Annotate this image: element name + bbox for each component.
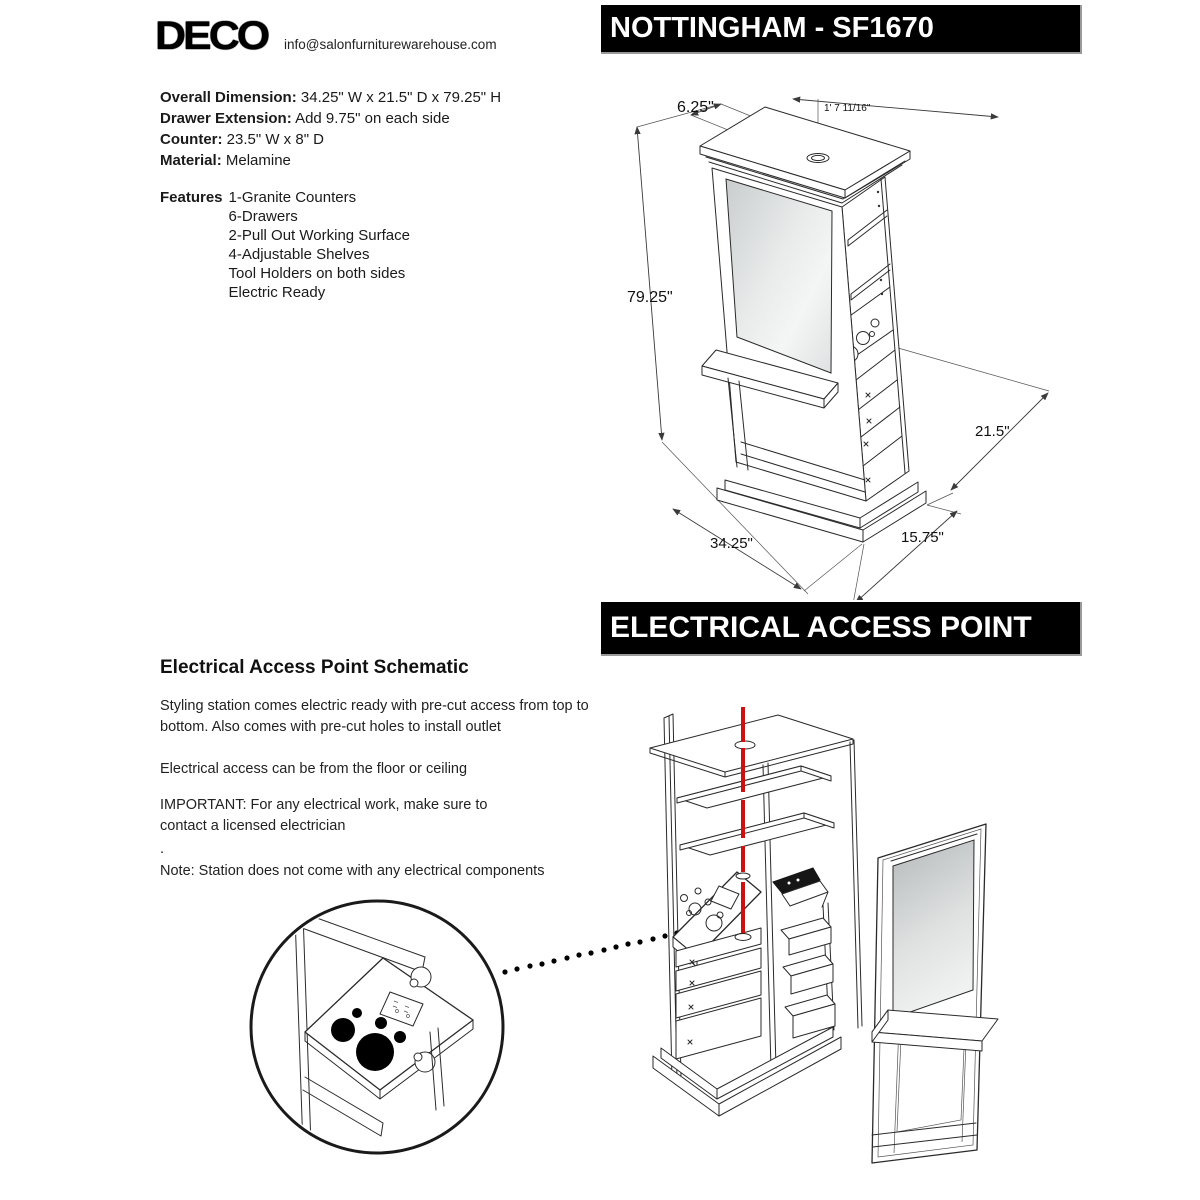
dim-label-width: 34.25" (710, 535, 753, 552)
spec-label: Drawer Extension (160, 110, 287, 127)
deco-logo: DECO (155, 13, 270, 59)
dim-label-top-depth: 1' 7 11/16" (824, 103, 871, 114)
outlet-detail-circle (249, 899, 505, 1155)
dim-label-base-depth: 15.75" (901, 529, 944, 546)
spec-value: Add 9.75" on each side (295, 110, 450, 127)
spec-value: 34.25" W x 21.5" D x 79.25" H (300, 89, 502, 106)
feature-item: 1-Granite Counters (228, 189, 357, 206)
stray-period: . (160, 841, 165, 857)
feature-item: Tool Holders on both sides (228, 265, 406, 282)
feature-item: Electric Ready (228, 284, 326, 301)
electrical-note: Note: Station does not come with any ele… (160, 863, 545, 879)
feature-item: 6-Drawers (228, 208, 298, 225)
spec-block: Overall Dimension: 34.25" W x 21.5" D x … (160, 87, 600, 302)
station-isometric-drawing: 6.25" 1' 7 11/16" 79.25" 21.5" 34.25" 15… (627, 96, 1050, 600)
spec-row: Counter: 23.5" W x 8" D (160, 131, 325, 148)
spec-label: Overall Dimension (160, 89, 292, 106)
electrical-paragraph: IMPORTANT: For any electrical work, make… (160, 797, 488, 834)
features-label: Features (160, 189, 223, 206)
station-exploded-drawing (649, 707, 863, 1117)
electrical-banner: ELECTRICAL ACCESS POINT (601, 602, 1082, 656)
spec-row: Material: Melamine (160, 152, 291, 169)
spec-label: Material (160, 152, 217, 169)
spec-label: Counter (160, 131, 218, 148)
electrical-text-block: Electrical Access Point Schematic Stylin… (160, 657, 630, 882)
electrical-paragraph: Electrical access can be from the floor … (160, 761, 468, 777)
electrical-paragraph: Styling station comes electric ready wit… (160, 698, 589, 735)
dim-label-depth: 21.5" (975, 423, 1010, 440)
feature-item: 2-Pull Out Working Surface (228, 227, 410, 244)
dim-label-top-width: 6.25" (677, 99, 714, 116)
features-list: Features 1-Granite Counters 6-Drawers 2-… (160, 188, 600, 302)
dotted-leader-line (502, 930, 680, 975)
dimension-lines (634, 96, 1050, 600)
spec-row: Overall Dimension: 34.25" W x 21.5" D x … (160, 89, 502, 106)
electrical-heading: Electrical Access Point Schematic (160, 657, 469, 678)
station-body (699, 106, 927, 543)
electrical-schematic-drawing (249, 707, 999, 1164)
dim-label-height: 79.25" (627, 289, 673, 306)
spec-value: Melamine (225, 152, 291, 169)
contact-email: info@salonfurniturewarehouse.com (284, 37, 497, 52)
spec-row: Drawer Extension: Add 9.75" on each side (160, 110, 450, 127)
product-title-banner: NOTTINGHAM - SF1670 (601, 5, 1082, 54)
feature-item: 4-Adjustable Shelves (228, 246, 370, 263)
mirror-panel-drawing (871, 823, 999, 1164)
spec-value: 23.5" W x 8" D (226, 131, 325, 148)
